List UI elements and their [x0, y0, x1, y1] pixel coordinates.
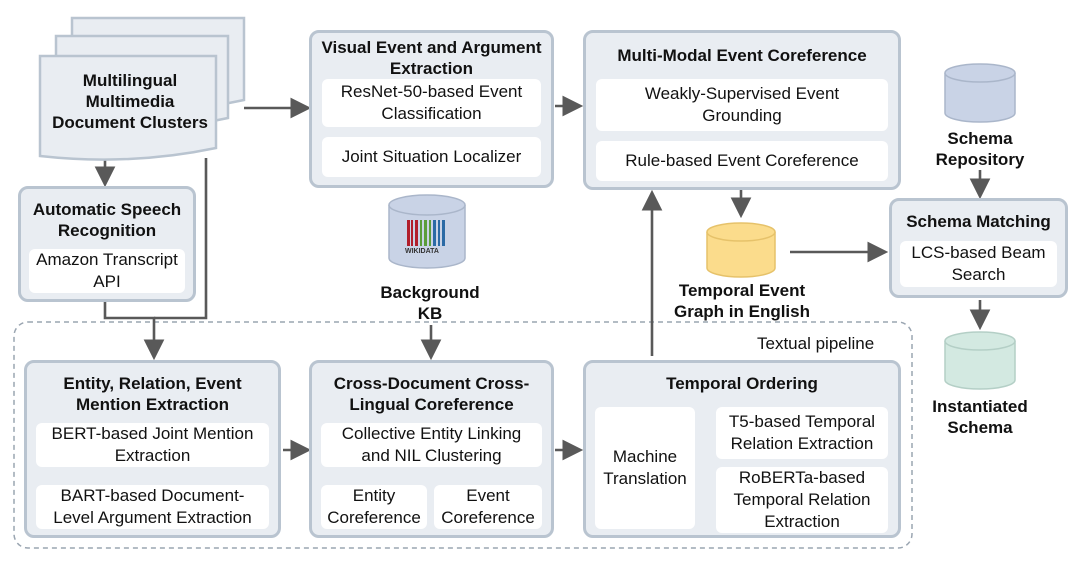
bart-argument-extraction-item: BART-based Document- Level Argument Extr…	[36, 485, 269, 529]
background-kb-label: Background KB	[380, 283, 480, 323]
resnet-classification-item: ResNet-50-based Event Classification	[322, 79, 541, 127]
multimodal-coreference-title: Multi-Modal Event Coreference	[617, 46, 867, 65]
entity-coreference-item: Entity Coreference	[321, 485, 427, 529]
cross-document-coreference-box: Cross-Document Cross- Lingual Coreferenc…	[309, 360, 554, 538]
amazon-transcript-item: Amazon Transcript API	[29, 249, 185, 293]
instantiated-schema-db-icon	[944, 331, 1016, 390]
textual-pipeline-region	[13, 321, 913, 549]
roberta-temporal-relation-item: RoBERTa-based Temporal Relation Extracti…	[716, 467, 888, 533]
wikidata-db-icon	[388, 194, 466, 269]
entity-extraction-title: Entity, Relation, Event Mention Extracti…	[63, 374, 242, 414]
schema-repository-label: Schema Repository	[935, 129, 1025, 169]
temporal-ordering-box: Temporal Ordering Machine Translation T5…	[583, 360, 901, 538]
textual-pipeline-label: Textual pipeline	[757, 334, 875, 353]
instantiated-schema-label: Instantiated Schema	[932, 397, 1028, 437]
entity-extraction-box: Entity, Relation, Event Mention Extracti…	[24, 360, 281, 538]
schema-matching-title: Schema Matching	[906, 212, 1051, 231]
joint-situation-localizer-item: Joint Situation Localizer	[322, 137, 541, 177]
entity-linking-item: Collective Entity Linking and NIL Cluste…	[321, 423, 542, 467]
cross-document-coreference-title: Cross-Document Cross- Lingual Coreferenc…	[333, 374, 530, 414]
bert-joint-mention-item: BERT-based Joint Mention Extraction	[36, 423, 269, 467]
weakly-supervised-grounding-item: Weakly-Supervised Event Grounding	[596, 79, 888, 131]
machine-translation-item: Machine Translation	[595, 407, 695, 529]
schema-repository-db-icon	[944, 63, 1016, 123]
t5-temporal-relation-item: T5-based Temporal Relation Extraction	[716, 407, 888, 459]
event-coreference-item: Event Coreference	[434, 485, 542, 529]
document-clusters-label: Multilingual Multimedia Document Cluster…	[52, 71, 208, 132]
visual-event-title: Visual Event and Argument Extraction	[321, 38, 542, 78]
schema-matching-box: Schema Matching LCS-based Beam Search	[889, 198, 1068, 298]
visual-event-box: Visual Event and Argument Extraction Res…	[309, 30, 554, 188]
temporal-event-graph-label: Temporal Event Graph in English	[673, 281, 810, 321]
lcs-beam-search-item: LCS-based Beam Search	[900, 241, 1057, 287]
asr-box: Automatic Speech Recognition Amazon Tran…	[18, 186, 196, 302]
rule-based-coreference-item: Rule-based Event Coreference	[596, 141, 888, 181]
wikidata-logo-text: WIKIDATA	[405, 248, 439, 255]
asr-title: Automatic Speech Recognition	[32, 200, 182, 240]
temporal-graph-db-icon	[706, 222, 776, 278]
multimodal-coreference-box: Multi-Modal Event Coreference Weakly-Sup…	[583, 30, 901, 190]
document-stack-icon	[38, 16, 246, 161]
temporal-ordering-title: Temporal Ordering	[666, 374, 818, 393]
